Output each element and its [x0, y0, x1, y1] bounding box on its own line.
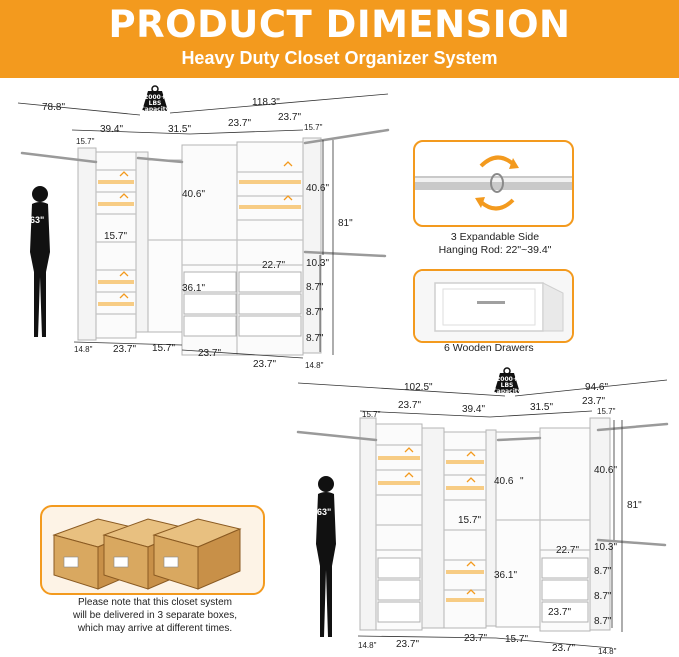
bottom-gap: 10.3" [594, 542, 618, 553]
bottom-tower-height-left-mark: " [520, 476, 524, 487]
drawer-feature [413, 269, 574, 343]
bottom-width-2: 39.4" [462, 404, 486, 415]
shipping-boxes-panel [40, 505, 265, 595]
expandable-rod-feature [413, 140, 574, 227]
bottom-tower-height-left: 40.6 [494, 476, 514, 487]
person-silhouette-top [30, 186, 50, 337]
top-drawer-height-2: 8.7" [306, 307, 324, 318]
bottom-drawer-height-1: 8.7" [594, 566, 612, 577]
bottom-bottom-width-3: 23.7" [464, 633, 488, 644]
bottom-width-3: 31.5" [530, 402, 554, 413]
drawer-caption: 6 Wooden Drawers [444, 342, 534, 354]
bottom-inner-depth: 15.7" [458, 515, 482, 526]
bottom-drawer-height-3: 8.7" [594, 616, 612, 627]
bottom-bottom-width-4: 15.7" [505, 634, 529, 645]
bottom-total-height: 81" [627, 500, 642, 511]
page-title: PRODUCT DIMENSION [108, 3, 571, 46]
top-overall-right: 118.3" [252, 97, 280, 108]
top-depth-right: 15.7" [304, 123, 323, 132]
shipping-boxes-illustration [52, 518, 242, 590]
weight-icon [494, 367, 520, 393]
person-height-bottom: 63" [317, 507, 332, 517]
bottom-width-1: 23.7" [398, 400, 422, 411]
top-drawer-width: 22.7" [262, 260, 286, 271]
hanging-rod-icon [415, 155, 572, 211]
top-lower-height: 36.1" [182, 283, 206, 294]
top-bottom-width-1: 14.8" [74, 345, 93, 354]
top-overall-left: 78.8" [42, 102, 66, 113]
bottom-bottom-depth: 14.8" [598, 647, 617, 656]
top-width-2: 31.5" [168, 124, 192, 135]
top-depth-left: 15.7" [76, 137, 95, 146]
top-bottom-width-4: 23.7" [198, 348, 222, 359]
top-bottom-width-2: 23.7" [113, 344, 137, 355]
header-banner: PRODUCT DIMENSION Heavy Duty Closet Orga… [0, 0, 679, 78]
top-width-1: 39.4" [100, 124, 124, 135]
top-bottom-depth: 14.8" [305, 361, 324, 370]
bottom-overall-left: 102.5" [404, 382, 433, 393]
top-inner-depth: 15.7" [104, 231, 128, 242]
top-bottom-width-3: 15.7" [152, 343, 176, 354]
bottom-bottom-width-1: 14.8" [358, 641, 377, 650]
top-drawer-height-3: 8.7" [306, 333, 324, 344]
bottom-drawer-width: 22.7" [556, 545, 580, 556]
bottom-overall-right: 94.6" [585, 382, 609, 393]
top-bottom-right: 23.7" [253, 359, 277, 370]
bottom-depth-right: 15.7" [597, 407, 616, 416]
top-width-3: 23.7" [228, 118, 252, 129]
bottom-bottom-width-2: 23.7" [396, 639, 420, 650]
top-tower-height-left: 40.6" [182, 189, 206, 200]
bottom-width-4: 23.7" [582, 396, 606, 407]
top-width-4: 23.7" [278, 112, 302, 123]
shipping-note: Please note that this closet system will… [73, 597, 237, 634]
bottom-drawer-height-2: 8.7" [594, 591, 612, 602]
bottom-depth-left: 15.7" [362, 410, 381, 419]
top-total-height: 81" [338, 218, 353, 229]
bottom-lower-height: 36.1" [494, 570, 518, 581]
drawer-icon [415, 271, 572, 341]
bottom-tower-height-right: 40.6" [594, 465, 618, 476]
person-height-top: 63" [30, 215, 45, 225]
top-tower-height-right: 40.6" [306, 183, 330, 194]
bottom-side-width: 23.7" [548, 607, 572, 618]
top-gap: 10.3" [306, 258, 330, 269]
weight-icon [142, 85, 168, 111]
top-drawer-height-1: 8.7" [306, 282, 324, 293]
person-silhouette-bottom [316, 476, 336, 637]
bottom-bottom-width-5: 23.7" [552, 643, 576, 654]
page-subtitle: Heavy Duty Closet Organizer System [181, 48, 498, 68]
